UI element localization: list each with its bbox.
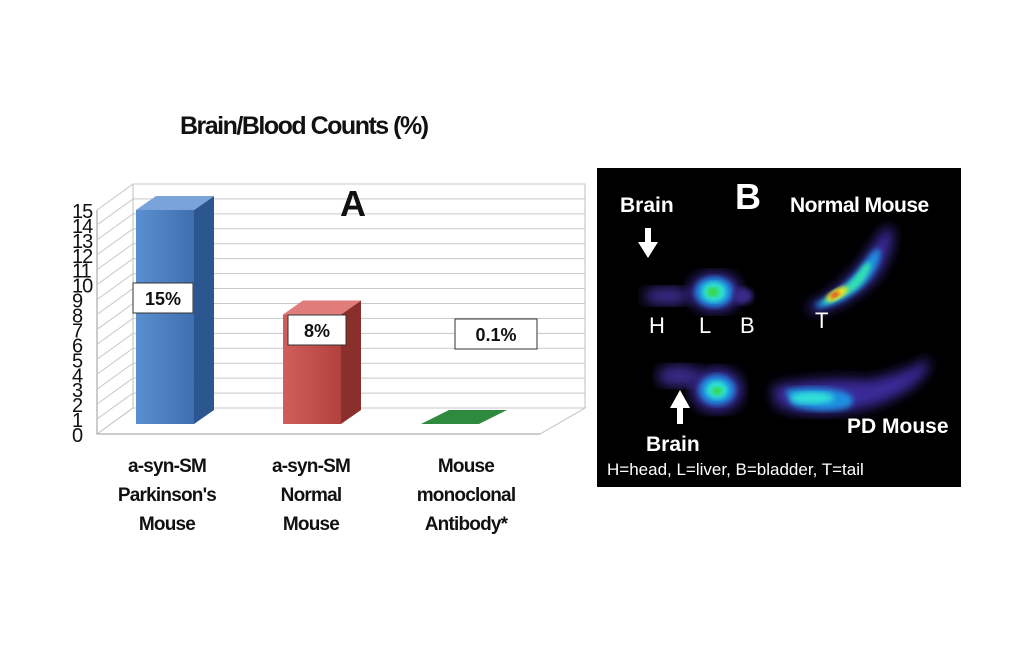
y-tick-label: 7 (72, 320, 83, 342)
gridline (96, 243, 585, 271)
category-label: Mouse monoclonal Antibody* (416, 456, 516, 535)
pd-mouse-signal (657, 358, 929, 414)
gridline (96, 392, 585, 420)
gridline (96, 183, 585, 211)
y-tick-label: 3 (72, 380, 83, 402)
data-label-box (454, 318, 538, 350)
panel-b-image: Brain B Normal Mouse H L B T PD Mouse Br… (597, 168, 961, 487)
y-tick-label: 14 (72, 216, 93, 238)
gridline (96, 198, 585, 226)
gridline (96, 273, 585, 301)
y-tick-label: 5 (72, 350, 83, 372)
y-tick-label: 4 (72, 365, 83, 387)
y-tick-label: 12 (72, 246, 93, 268)
gridline (96, 377, 585, 405)
y-tick-label: 6 (72, 335, 83, 357)
panel-a-letter: A (340, 183, 366, 224)
brain-label-top: Brain (620, 194, 674, 217)
gridline (96, 317, 585, 345)
gridline (96, 332, 585, 360)
y-tick-label: 2 (72, 395, 83, 417)
bar-top (136, 196, 214, 210)
y-tick-label: 9 (72, 291, 83, 313)
gridline (96, 228, 585, 256)
data-label: 0.1% (475, 325, 516, 345)
bar-side (194, 196, 214, 424)
bar-top (283, 300, 361, 315)
data-label: 8% (304, 321, 330, 341)
category-label: a-syn-SM Normal Mouse (271, 456, 351, 535)
head-label: H (649, 313, 665, 338)
category-label: a-syn-SM Parkinson's Mouse (117, 456, 217, 535)
y-tick-label: 15 (72, 201, 93, 223)
gridline (96, 362, 585, 390)
gridline (96, 213, 585, 241)
bar-front (136, 210, 194, 424)
y-tick-label: 8 (72, 306, 83, 328)
panel-b-letter: B (735, 176, 761, 217)
y-tick-label: 11 (72, 261, 92, 283)
bar-top (421, 410, 507, 424)
bar-1 (136, 196, 214, 424)
normal-mouse-title: Normal Mouse (790, 194, 929, 217)
y-tick-label: 1 (72, 410, 83, 432)
chart-title: Brain/Blood Counts (%) (180, 112, 429, 140)
data-label-box (287, 314, 347, 346)
legend-text: H=head, L=liver, B=bladder, T=tail (607, 460, 864, 479)
gridline (96, 258, 585, 286)
gridline (96, 347, 585, 375)
tail-label: T (815, 308, 829, 333)
brain-label-bottom: Brain (646, 433, 700, 456)
y-tick-label: 0 (72, 425, 83, 447)
bladder-label: B (740, 313, 755, 338)
data-label-box (132, 282, 194, 314)
data-label: 15% (145, 289, 181, 309)
pd-mouse-title: PD Mouse (847, 415, 949, 438)
imaging-figure (638, 226, 929, 424)
y-tick-label: 10 (72, 276, 93, 298)
gridline (96, 407, 585, 435)
y-tick-label: 13 (72, 231, 93, 253)
liver-label: L (699, 313, 712, 338)
normal-mouse-signal (643, 226, 893, 313)
bar-3 (421, 410, 507, 424)
arrow-up-icon (670, 390, 690, 424)
arrow-down-icon (638, 228, 658, 258)
